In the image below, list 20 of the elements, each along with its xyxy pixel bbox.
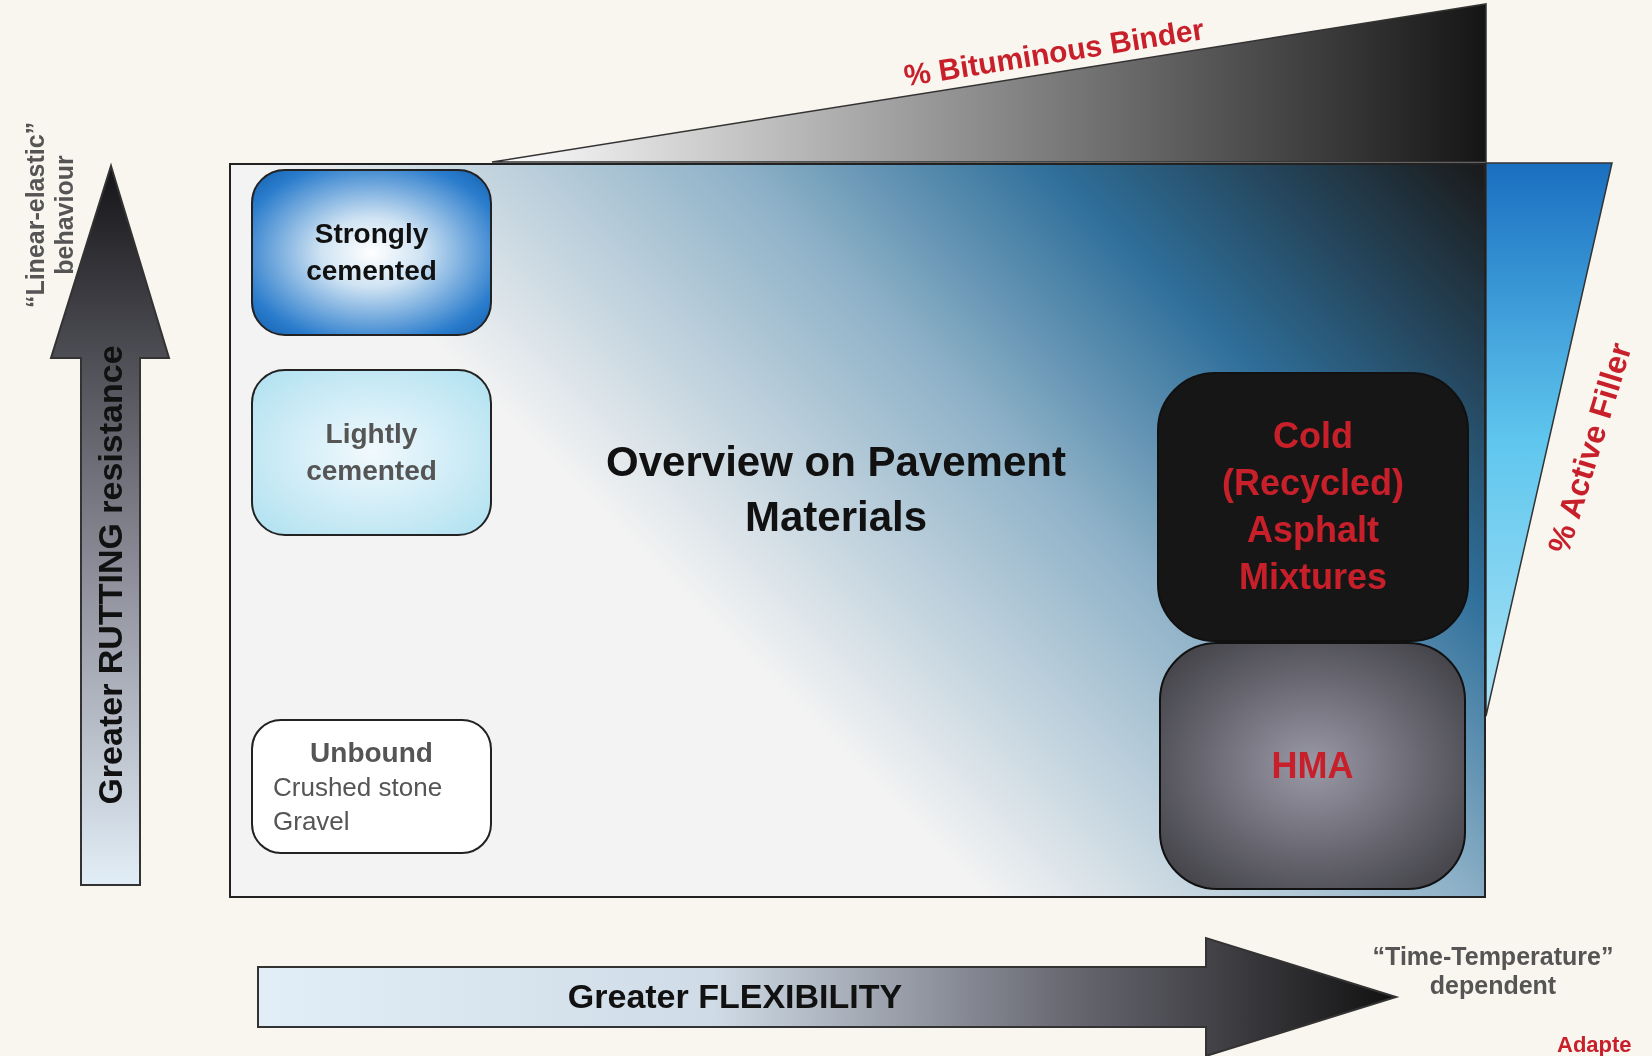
axis-label: % Active Filler — [1540, 338, 1640, 558]
material-name: HMA — [1271, 743, 1354, 788]
axis-label: % Bituminous Binder — [901, 12, 1207, 94]
material-examples: Crushed stone Gravel — [273, 770, 444, 838]
material-name: Cold (Recycled) Asphalt Mixtures — [1220, 414, 1406, 599]
arrow-label: Greater FLEXIBILITY — [567, 977, 903, 1017]
strongly-cemented-box — [251, 169, 492, 336]
behaviour-label: “Linear-elastic” behaviour — [21, 120, 79, 311]
unbound-box — [251, 719, 492, 854]
lightly-cemented-box — [251, 369, 492, 536]
material-name: Lightly cemented — [305, 417, 438, 488]
frame-label: Overview on Pavement Materials — [605, 437, 1067, 542]
behaviour-label: “Time-Temperature” dependent — [1371, 942, 1615, 1000]
hma-box — [1159, 642, 1466, 890]
binder-wedge — [491, 3, 1487, 163]
material-name: Strongly cemented — [305, 217, 438, 288]
arrow-label: Greater RUTTING resistance — [91, 345, 131, 805]
material-name: Unbound — [310, 735, 433, 770]
cold-asphalt-box — [1157, 372, 1469, 642]
source-note: Adapte — [1557, 1032, 1632, 1056]
